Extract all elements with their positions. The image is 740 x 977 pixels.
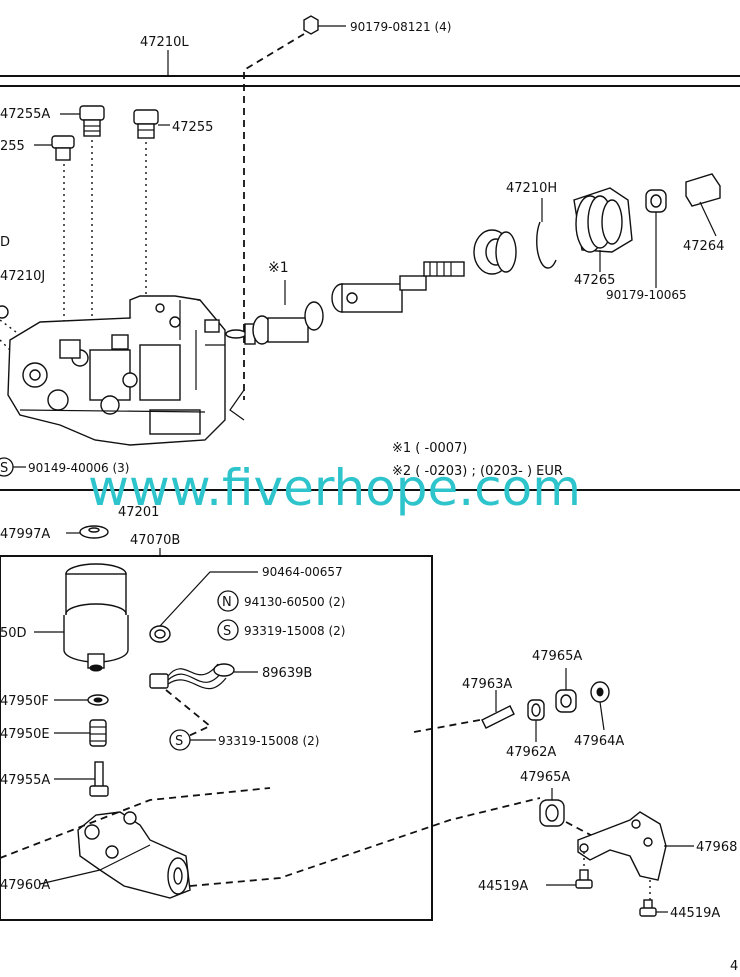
label-47950f: 47950F (0, 694, 49, 709)
lower-labels: 47997A 47070B 90464-00657 94130-60500 (2… (0, 527, 738, 974)
label-d: D (0, 235, 10, 250)
svg-text:S: S (0, 461, 8, 476)
label-47950e: 47950E (0, 727, 50, 742)
svg-text:S: S (223, 624, 231, 639)
label-47968: 47968 (696, 840, 737, 855)
label-90464-00657: 90464-00657 (262, 565, 343, 579)
label-47963a: 47963A (462, 677, 512, 692)
actuator-body-icon (7, 295, 226, 446)
label-47210h: 47210H (506, 181, 557, 196)
page-number: 4 (730, 959, 738, 974)
note-1: ※1 ( -0007) (392, 441, 467, 456)
bracket-icon (577, 811, 694, 900)
label-90149-40006: 90149-40006 (3) (28, 461, 130, 475)
upper-frame (0, 50, 740, 491)
label-44519a-2: 44519A (670, 906, 720, 921)
bushing-lower-icon (539, 788, 601, 841)
upper-labels: 47210L 90179-08121 (4) 47255A 47255 255 … (0, 20, 724, 520)
label-47210l: 47210L (140, 35, 189, 50)
bolt-top-icon (229, 15, 346, 421)
label-47997a: 47997A (0, 527, 50, 542)
s-marker: S (0, 457, 26, 477)
bolt-icon (54, 761, 109, 797)
svg-text:N: N (222, 595, 232, 610)
label-50d: 50D (0, 626, 27, 641)
label-47960a: 47960A (0, 878, 50, 893)
label-47965a-2: 47965A (520, 770, 570, 785)
marker-n: N (217, 590, 239, 612)
label-47210j: 47210J (0, 269, 45, 284)
label-255: 255 (0, 139, 25, 154)
clip-icon (149, 571, 258, 643)
pin-icon (413, 690, 515, 733)
label-47201: 47201 (118, 505, 159, 520)
label-89639b: 89639B (262, 666, 312, 681)
label-47962a: 47962A (506, 745, 556, 760)
label-47964a: 47964A (574, 734, 624, 749)
marker-s1: S (217, 619, 239, 641)
svg-text:S: S (175, 734, 183, 749)
plug-icon (34, 105, 170, 340)
marker-s2: S (169, 729, 216, 751)
bolt-44519a-icon (546, 869, 668, 917)
lower-frame (0, 548, 433, 921)
washer-icon (66, 525, 109, 539)
valve-icon (54, 719, 107, 747)
label-47070b: 47070B (130, 533, 180, 548)
o-ring-icon (54, 694, 109, 706)
label-94130-60500: 94130-60500 (2) (244, 595, 346, 609)
label-90179-08121: 90179-08121 (4) (350, 20, 452, 34)
watermark-text: www.fiverhope.com (88, 459, 581, 517)
label-47255a: 47255A (0, 107, 50, 122)
harness-icon (149, 663, 258, 741)
pump-motor-icon (34, 563, 129, 672)
label-47264: 47264 (683, 239, 724, 254)
label-90179-10065: 90179-10065 (606, 288, 687, 302)
label-47965a: 47965A (532, 649, 582, 664)
label-47255: 47255 (172, 120, 213, 135)
label-44519a: 44519A (478, 879, 528, 894)
label-47955a: 47955A (0, 773, 50, 788)
note-2: ※2 ( -0203) ; (0203- ) EUR (392, 464, 563, 479)
piston-rod-icon (225, 261, 465, 345)
motor-icon (0, 787, 541, 899)
bushing-icon (527, 668, 610, 742)
label-ref1: ※1 (268, 260, 289, 276)
seal-boot-icon (473, 173, 721, 288)
label-93319-15008-b: 93319-15008 (2) (218, 734, 320, 748)
label-93319-15008-a: 93319-15008 (2) (244, 624, 346, 638)
label-47265: 47265 (574, 273, 615, 288)
